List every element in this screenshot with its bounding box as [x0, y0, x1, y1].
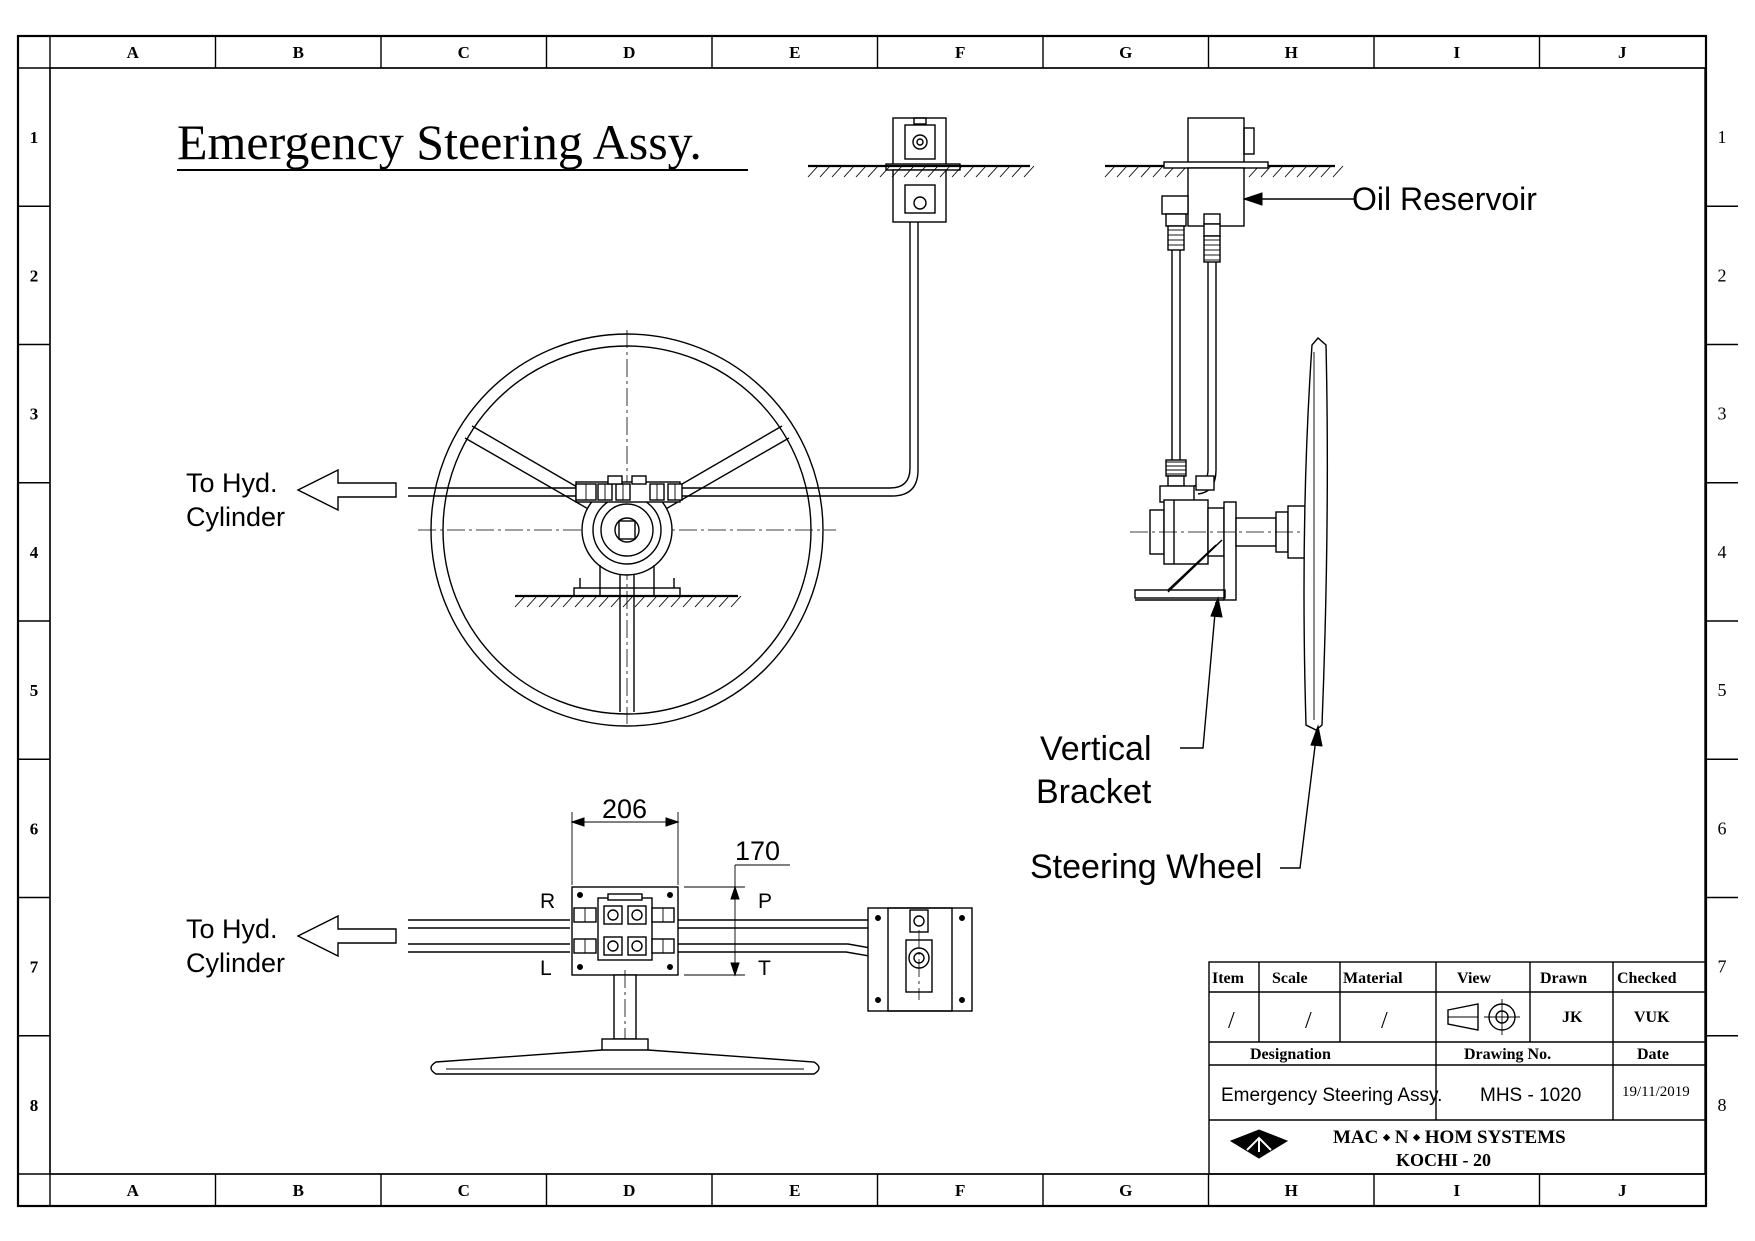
grid-col-label-top: H — [1285, 43, 1298, 62]
grid-col-label-top: B — [293, 43, 304, 62]
tb-value-drawn: JK — [1562, 1009, 1583, 1026]
tb-header-drawn: Drawn — [1540, 970, 1587, 987]
title-block: Item Scale Material View Drawn Checked /… — [1208, 961, 1707, 1175]
third-angle-projection-symbol — [1447, 999, 1520, 1035]
dimension-width-value: 206 — [602, 794, 647, 824]
tb-header-view: View — [1457, 970, 1492, 987]
front-view-pipes: To Hyd. Cylinder — [186, 222, 919, 532]
grid-row-labels-left: 1 2 3 4 5 6 7 8 — [30, 128, 39, 1115]
plan-view: To Hyd. Cylinder R P L T — [186, 886, 973, 1075]
drawing-title: Emergency Steering Assy. — [177, 114, 702, 170]
tb-header-item: Item — [1212, 970, 1245, 987]
grid-row-label-right: 5 — [1718, 680, 1727, 700]
grid-row-label-left: 6 — [30, 819, 39, 838]
grid-col-label-bottom: F — [955, 1181, 965, 1200]
grid-col-label-bottom: I — [1453, 1181, 1460, 1200]
front-view-reservoir — [807, 117, 1035, 223]
tb-header-date: Date — [1637, 1046, 1669, 1063]
tb-value-date: 19/11/2019 — [1622, 1084, 1690, 1100]
port-label-t: T — [758, 957, 771, 980]
to-cylinder-label-top-2: Cylinder — [186, 502, 285, 532]
grid-row-label-left: 4 — [30, 543, 39, 562]
grid-row-label-left: 5 — [30, 681, 39, 700]
grid-row-label-right: 6 — [1718, 818, 1727, 838]
grid-row-label-left: 8 — [30, 1096, 39, 1115]
tb-value-checked: VUK — [1634, 1009, 1670, 1026]
grid-row-label-right: 2 — [1718, 265, 1727, 285]
grid-col-label-bottom: B — [293, 1181, 304, 1200]
grid-row-label-right: 4 — [1718, 542, 1727, 562]
grid-col-label-bottom: E — [789, 1181, 800, 1200]
grid-row-labels-right: 1 2 3 4 5 6 7 8 — [1718, 127, 1727, 1115]
front-view-wheel — [418, 330, 836, 727]
to-cylinder-arrow-bottom — [296, 914, 397, 958]
grid-row-label-left: 2 — [30, 266, 39, 285]
tb-value-item: / — [1228, 1008, 1235, 1034]
tb-value-scale: / — [1305, 1008, 1312, 1034]
tb-header-material: Material — [1343, 970, 1403, 987]
oil-reservoir-label: Oil Reservoir — [1352, 181, 1537, 217]
vertical-bracket-label-2: Bracket — [1036, 773, 1152, 811]
grid-col-label-top: G — [1119, 43, 1132, 62]
side-view — [1104, 117, 1344, 731]
dimension-height-value: 170 — [735, 836, 780, 866]
tb-header-checked: Checked — [1617, 970, 1677, 987]
to-cylinder-label-bottom-2: Cylinder — [186, 948, 285, 978]
grid-col-label-top: D — [623, 43, 635, 62]
grid-col-label-top: J — [1618, 43, 1627, 62]
grid-col-label-top: I — [1453, 43, 1460, 62]
grid-row-label-left: 3 — [30, 405, 39, 424]
grid-col-label-bottom: A — [127, 1181, 140, 1200]
grid-col-label-top: F — [955, 43, 965, 62]
tb-value-drawing-no: MHS - 1020 — [1480, 1085, 1581, 1106]
company-logo — [1229, 1129, 1289, 1159]
tb-header-scale: Scale — [1272, 970, 1308, 987]
grid-col-label-bottom: G — [1119, 1181, 1132, 1200]
to-cylinder-label-top-1: To Hyd. — [186, 468, 278, 498]
grid-column-labels-bottom: A B C D E F G H I J — [127, 1181, 1627, 1200]
steering-wheel-label: Steering Wheel — [1030, 848, 1262, 886]
grid-row-label-right: 7 — [1718, 957, 1727, 977]
grid-col-label-bottom: J — [1618, 1181, 1627, 1200]
to-cylinder-arrow-top — [296, 468, 397, 512]
grid-row-label-left: 1 — [30, 128, 39, 147]
grid-col-label-bottom: D — [623, 1181, 635, 1200]
grid-col-label-bottom: H — [1285, 1181, 1298, 1200]
grid-col-label-top: A — [127, 43, 140, 62]
company-location: KOCHI - 20 — [1396, 1150, 1491, 1170]
port-label-p: P — [758, 890, 772, 913]
grid-column-labels-top: A B C D E F G H I J — [127, 43, 1627, 62]
side-view-callouts: Oil Reservoir Vertical Bracket Steering … — [1030, 181, 1537, 886]
tb-value-designation: Emergency Steering Assy. — [1221, 1085, 1442, 1106]
tb-header-drawing-no: Drawing No. — [1464, 1046, 1551, 1063]
grid-row-label-right: 3 — [1718, 404, 1727, 424]
grid-col-label-top: C — [458, 43, 470, 62]
grid-row-label-right: 1 — [1718, 127, 1727, 147]
vertical-bracket-label-1: Vertical — [1040, 730, 1152, 768]
dimension-170: 170 — [684, 836, 790, 977]
grid-row-label-left: 7 — [30, 958, 39, 977]
grid-row-label-right: 8 — [1718, 1095, 1727, 1115]
tb-value-material: / — [1381, 1008, 1388, 1034]
grid-col-label-top: E — [789, 43, 800, 62]
dimension-206: 206 — [570, 794, 680, 885]
to-cylinder-label-bottom-1: To Hyd. — [186, 914, 278, 944]
tb-header-designation: Designation — [1250, 1046, 1331, 1063]
port-label-r: R — [540, 890, 555, 913]
company-name: MAC ⬩ N ⬩ HOM SYSTEMS — [1333, 1127, 1566, 1148]
grid-col-label-bottom: C — [458, 1181, 470, 1200]
port-label-l: L — [540, 957, 552, 980]
